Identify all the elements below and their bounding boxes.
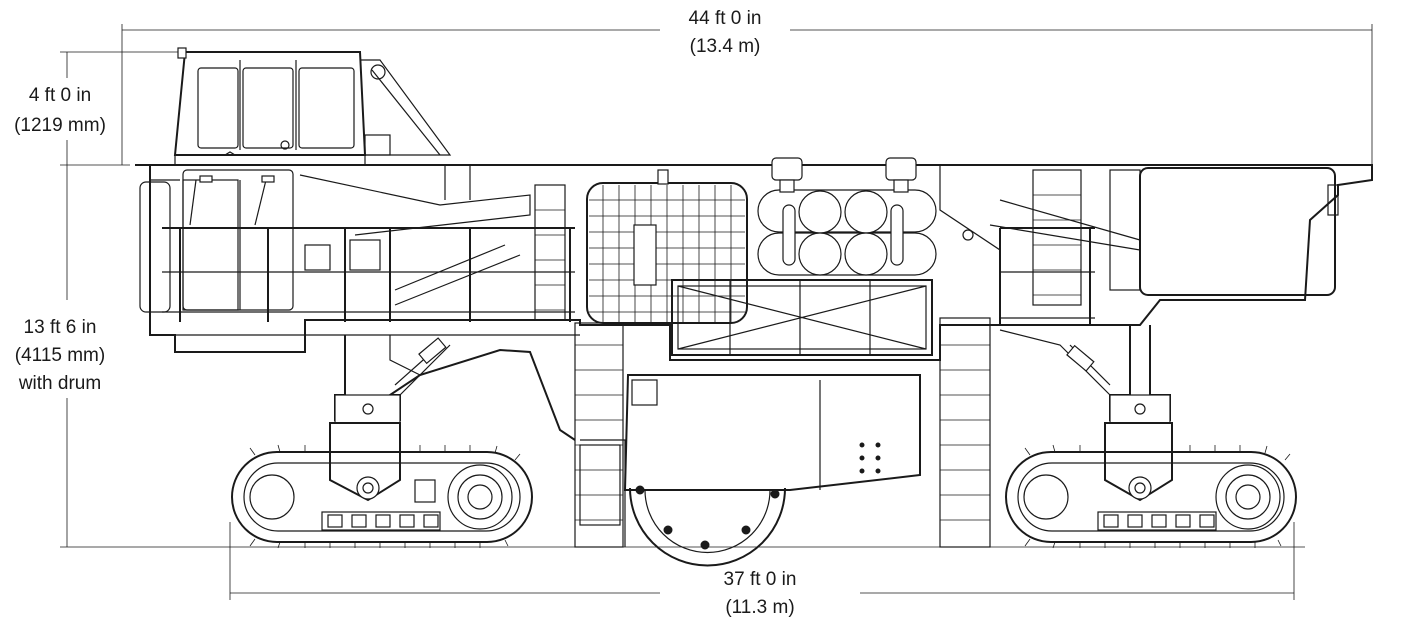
operator-cab: [173, 47, 452, 165]
front-crawler-track: [231, 444, 533, 549]
track-length-dimension: 37 ft 0 in (11.3 m): [229, 522, 1295, 618]
machine-body: [135, 164, 1373, 361]
height-with-drum-metric: (4115 mm): [15, 345, 105, 366]
front-leg-assembly: [329, 335, 576, 502]
overall-length-dimension: 44 ft 0 in (13.4 m): [121, 8, 1373, 180]
rear-structure: [939, 165, 1141, 325]
engine-grille: [586, 169, 748, 324]
rear-crawler-track: [1005, 444, 1297, 549]
track-length-imperial: 37 ft 0 in: [724, 569, 797, 590]
cutting-drum: [629, 485, 786, 567]
rear-ladder: [999, 169, 1095, 325]
rear-leg-assembly: [999, 325, 1173, 502]
front-platform: [162, 169, 575, 322]
height-with-drum-imperial: 13 ft 6 in: [24, 317, 97, 338]
center-ladder-left: [574, 322, 624, 548]
center-ladder-right: [939, 317, 991, 548]
height-with-drum-note: with drum: [18, 373, 101, 394]
center-frame: [671, 279, 933, 356]
overall-length-metric: (13.4 m): [690, 36, 761, 57]
front-ladder: [534, 184, 566, 321]
cab-height-dimension: 4 ft 0 in (1219 mm): [14, 51, 180, 166]
track-length-metric: (11.3 m): [725, 597, 794, 618]
air-filter-tanks: [757, 157, 937, 276]
cab-height-imperial: 4 ft 0 in: [29, 85, 91, 106]
overall-length-imperial: 44 ft 0 in: [689, 8, 762, 29]
cutting-drum-housing: [623, 374, 921, 491]
height-with-drum-dimension: 13 ft 6 in (4115 mm) with drum: [15, 165, 105, 547]
cab-height-metric: (1219 mm): [14, 115, 106, 136]
lower-body-left: [389, 335, 626, 547]
